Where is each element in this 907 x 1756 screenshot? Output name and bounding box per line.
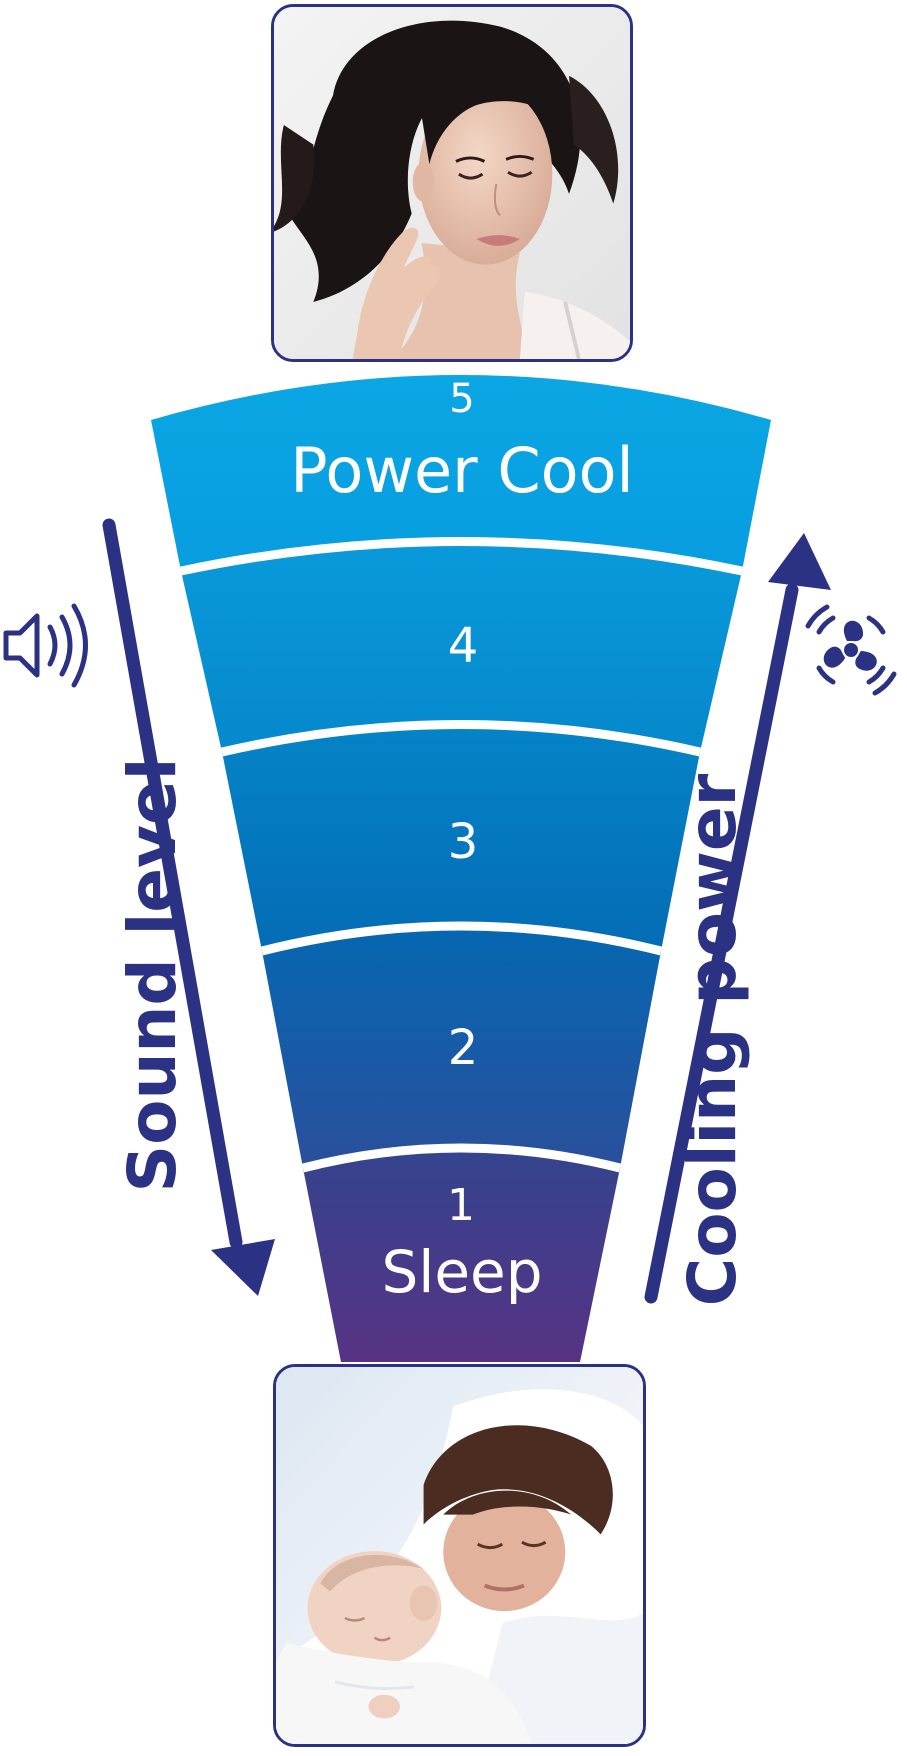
woman-illustration — [274, 7, 630, 359]
speaker-icon — [3, 603, 88, 688]
level-1-segment — [303, 1148, 620, 1362]
level-4-segment — [181, 541, 742, 752]
level-1-number: 1 — [447, 1180, 475, 1231]
sound-level-label: Sound level — [114, 758, 191, 1193]
level-5-number: 5 — [449, 376, 474, 422]
level-2-segment — [262, 926, 661, 1168]
cooling-power-arrow — [644, 533, 831, 1304]
segment-dividers — [180, 537, 743, 1173]
mother-baby-illustration — [276, 1367, 643, 1744]
mother-baby-sleeping-photo — [273, 1364, 646, 1747]
level-4-number: 4 — [448, 618, 479, 674]
sound-level-arrow — [102, 518, 275, 1296]
level-5-segment — [151, 375, 771, 571]
level-2-number: 2 — [448, 1020, 479, 1076]
level-3-segment — [222, 724, 700, 951]
level-1-name: Sleep — [381, 1238, 542, 1306]
level-5-name: Power Cool — [290, 434, 634, 507]
woman-fresh-air-photo — [271, 4, 633, 362]
cooling-power-label: Cooling power — [674, 773, 751, 1306]
fan-icon — [805, 604, 897, 696]
level-3-number: 3 — [448, 814, 479, 870]
